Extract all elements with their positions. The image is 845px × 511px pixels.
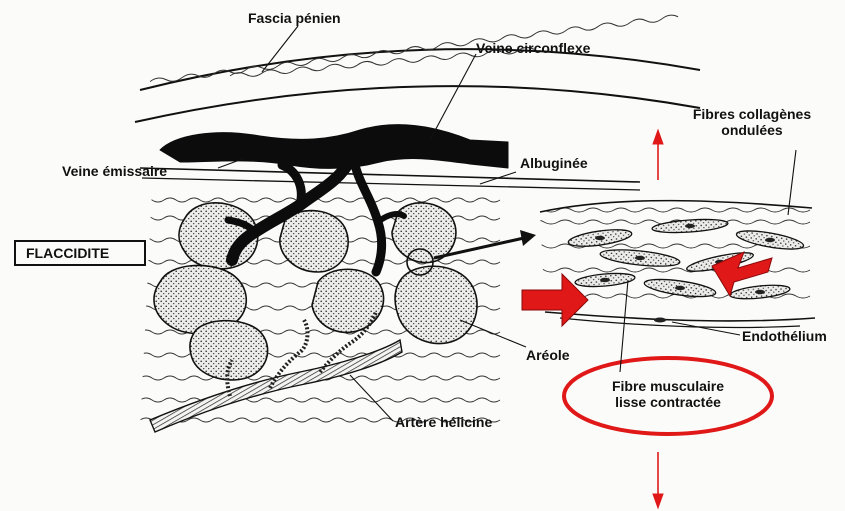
- label-fibres-line2: ondulées: [676, 122, 828, 138]
- fascia-penien-band: [135, 14, 700, 122]
- state-label-box: FLACCIDITE: [14, 240, 146, 266]
- label-veine-circonflexe: Veine circonflexe: [476, 40, 590, 56]
- label-fibres-line1: Fibres collagènes: [676, 106, 828, 122]
- state-label: FLACCIDITE: [26, 245, 109, 261]
- label-endothelium: Endothélium: [742, 328, 827, 344]
- label-fascia-penien: Fascia pénien: [248, 10, 341, 26]
- label-albuginee: Albuginée: [520, 155, 588, 171]
- label-fibre-line2: lisse contractée: [588, 394, 748, 410]
- label-artere-helicine: Artère hélicine: [395, 414, 492, 430]
- label-areole: Aréole: [526, 347, 570, 363]
- albuginee-layer: [140, 168, 640, 190]
- label-fibre-line1: Fibre musculaire: [588, 378, 748, 394]
- label-fibres-collagenes: Fibres collagènes ondulées: [676, 106, 828, 138]
- label-fibre-musculaire: Fibre musculaire lisse contractée: [588, 378, 748, 410]
- label-veine-emissaire: Veine émissaire: [62, 163, 167, 179]
